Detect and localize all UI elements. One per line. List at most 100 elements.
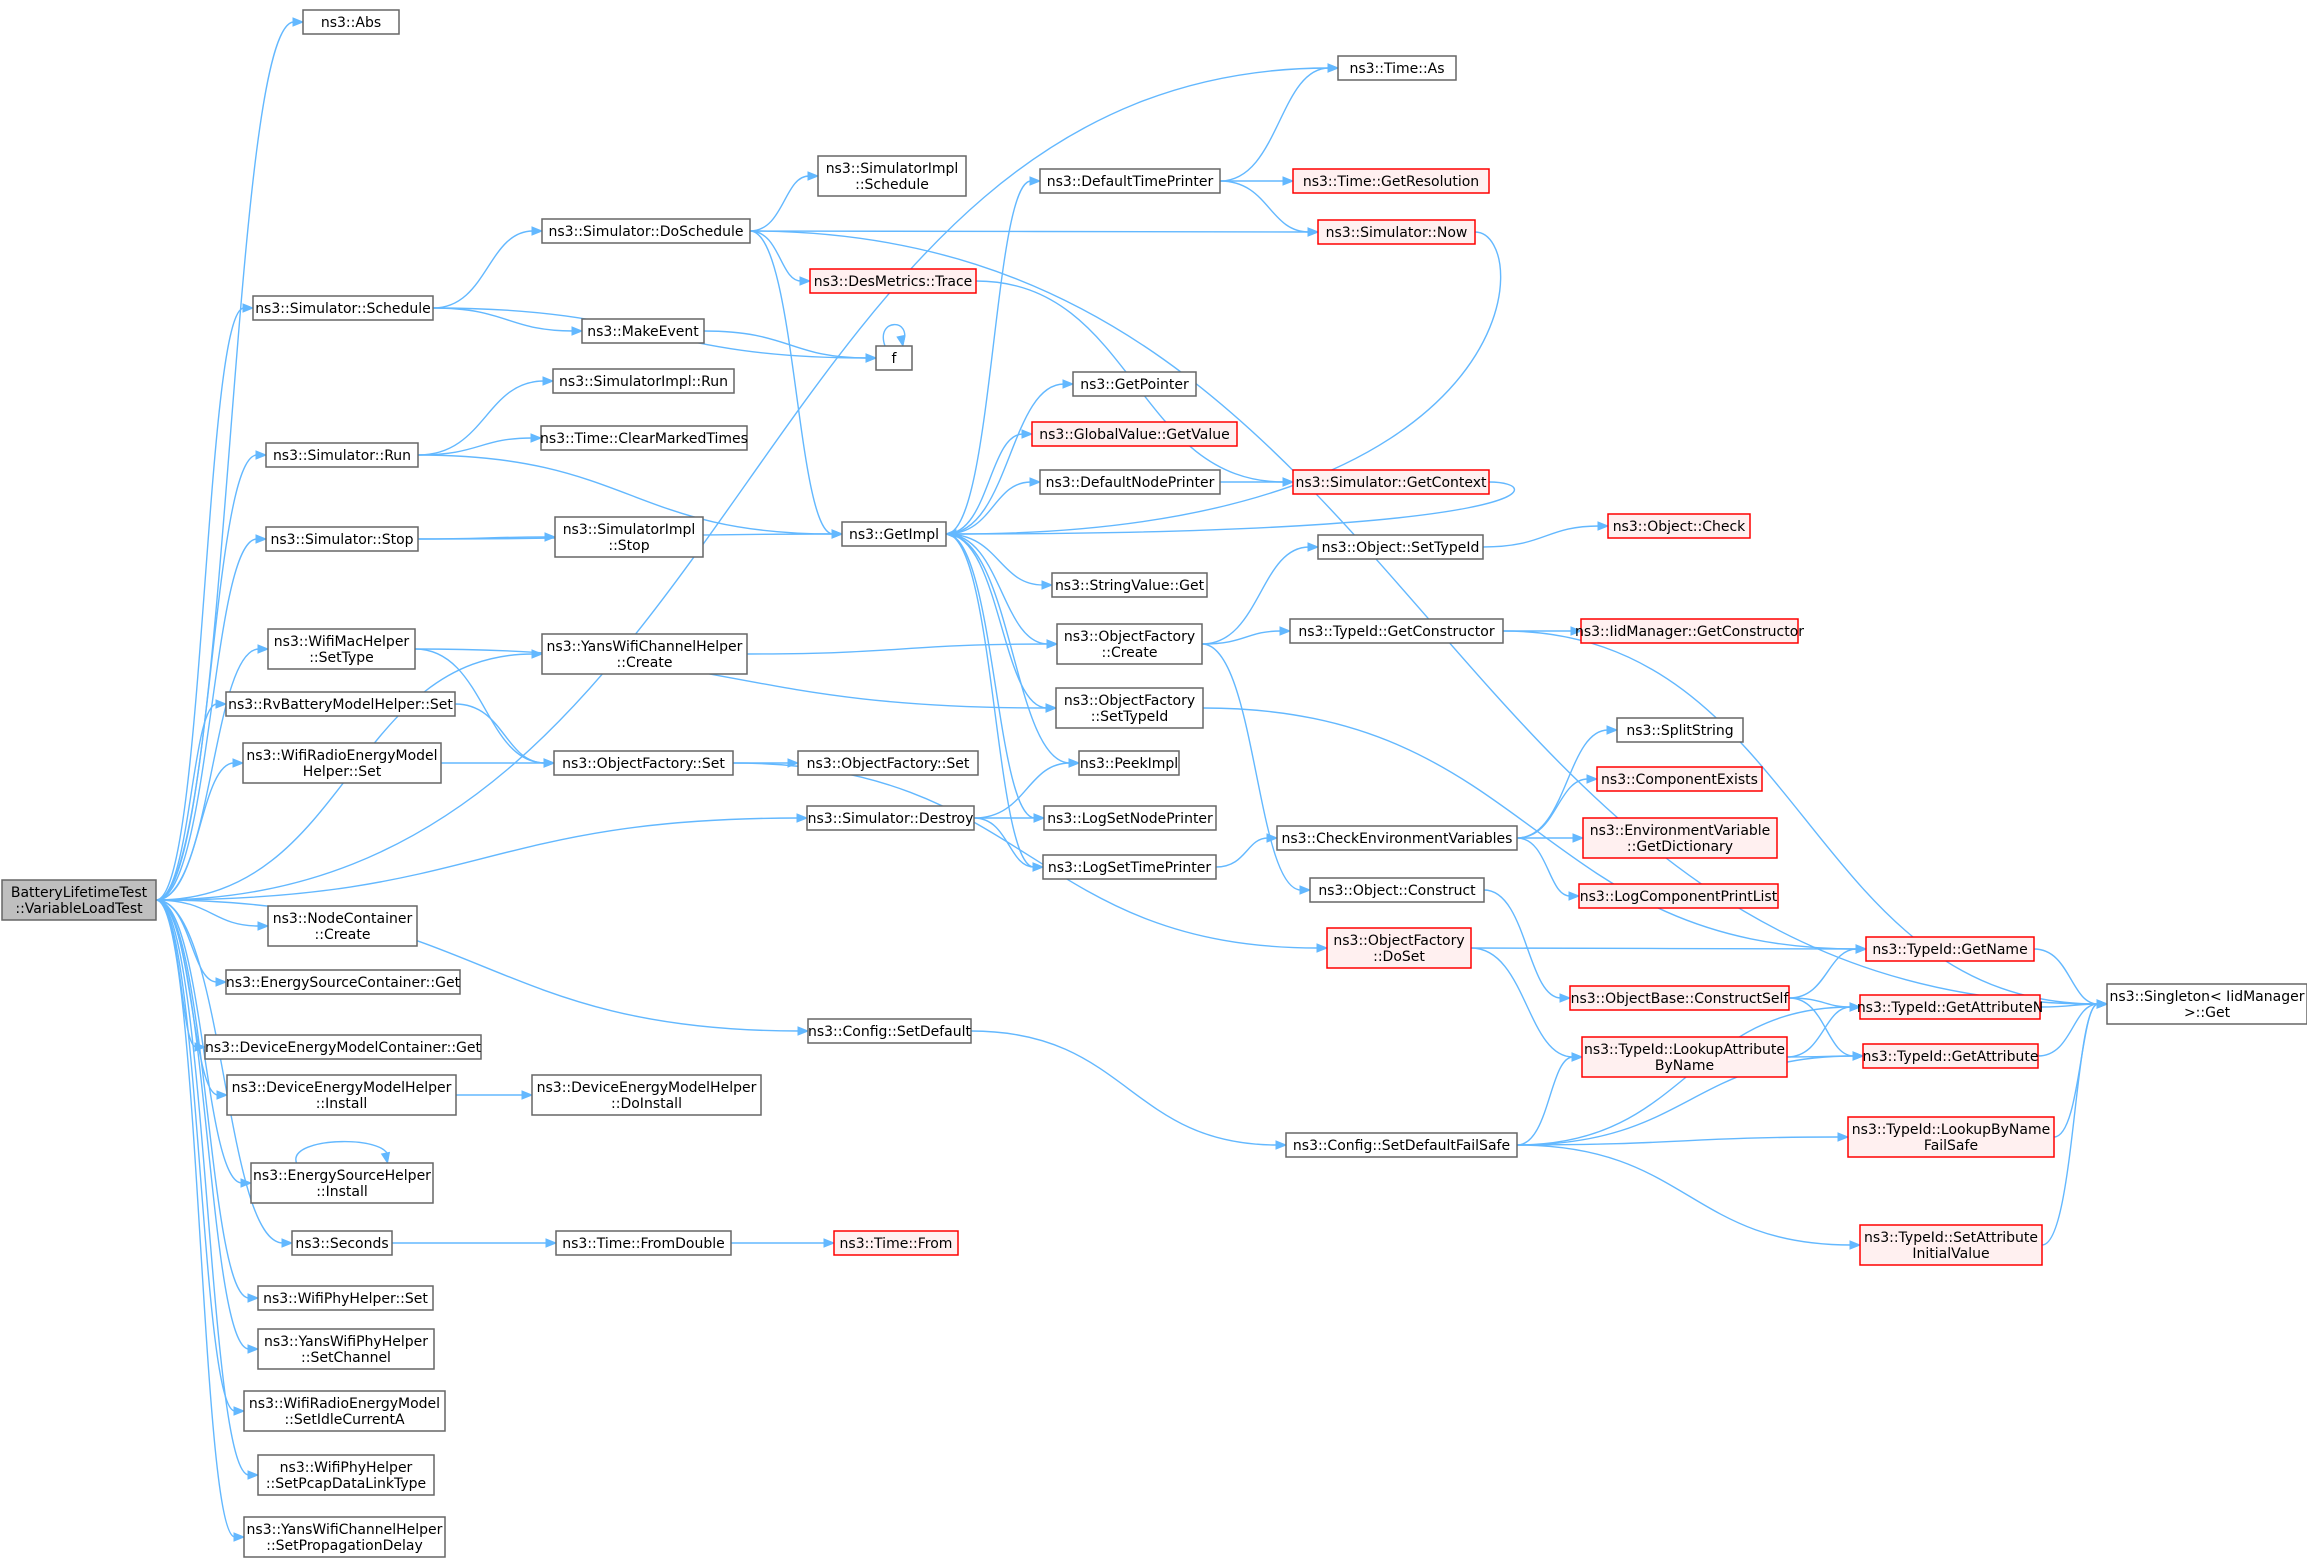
edge-arrowhead (380, 1151, 391, 1165)
node-wifiPhySetPcap[interactable]: ns3::WifiPhyHelper::SetPcapDataLinkType (257, 1454, 435, 1496)
edge-defaultTimePrinter-to-timeGetResolution (1219, 176, 1295, 186)
node-componentExists[interactable]: ns3::ComponentExists (1596, 766, 1763, 792)
node-seconds[interactable]: ns3::Seconds (291, 1230, 393, 1256)
node-logSetNodePrinter[interactable]: ns3::LogSetNodePrinter (1043, 805, 1217, 831)
edge-line (1516, 837, 1571, 897)
node-envGetDict[interactable]: ns3::EnvironmentVariable::GetDictionary (1582, 817, 1778, 859)
node-timeAs[interactable]: ns3::Time::As (1337, 55, 1457, 81)
node-configSetDefault[interactable]: ns3::Config::SetDefault (807, 1018, 972, 1044)
node-logSetTimePrinter[interactable]: ns3::LogSetTimePrinter (1042, 854, 1217, 880)
node-objFactoryCreate[interactable]: ns3::ObjectFactory::Create (1056, 623, 1203, 665)
node-f[interactable]: f (875, 345, 913, 371)
node-typeIdGetName[interactable]: ns3::TypeId::GetName (1865, 936, 2035, 962)
edge-line (155, 703, 218, 901)
node-iidGetCtor[interactable]: ns3::IidManager::GetConstructor (1575, 618, 1804, 644)
node-simImplSchedule[interactable]: ns3::SimulatorImpl::Schedule (817, 155, 967, 197)
node-wifiMacSetType[interactable]: ns3::WifiMacHelper::SetType (267, 628, 416, 670)
node-typeIdGetCtor[interactable]: ns3::TypeId::GetConstructor (1289, 618, 1504, 644)
edge-line (1215, 837, 1269, 868)
node-simRun[interactable]: ns3::Simulator::Run (265, 442, 419, 468)
edge-arrowhead (543, 758, 556, 768)
node-objFactoryDoSet[interactable]: ns3::ObjectFactory::DoSet (1326, 927, 1472, 969)
node-simSchedule[interactable]: ns3::Simulator::Schedule (252, 295, 434, 321)
node-objCheck[interactable]: ns3::Object::Check (1607, 513, 1751, 539)
node-defaultTimePrinter[interactable]: ns3::DefaultTimePrinter (1039, 168, 1221, 194)
edge-arrowhead (1316, 943, 1329, 953)
node-box (807, 1018, 972, 1044)
node-simNow[interactable]: ns3::Simulator::Now (1317, 219, 1476, 245)
edge-line (155, 307, 245, 901)
node-root[interactable]: BatteryLifetimeTest::VariableLoadTest (1, 879, 157, 921)
edge-arrowhead (1299, 885, 1312, 895)
node-objBaseConstructSelf[interactable]: ns3::ObjectBase::ConstructSelf (1569, 985, 1790, 1011)
node-box (243, 1516, 446, 1558)
node-abs[interactable]: ns3::Abs (302, 9, 400, 35)
node-label: ns3::TypeId::GetAttribute (1863, 1049, 2039, 1065)
edge-simDoSchedule-to-desMetricsTrace (749, 230, 812, 286)
node-objFactorySet2[interactable]: ns3::ObjectFactory::Set (797, 750, 979, 776)
node-simStop[interactable]: ns3::Simulator::Stop (265, 526, 419, 552)
node-configSetDefaultFS[interactable]: ns3::Config::SetDefaultFailSafe (1285, 1132, 1518, 1158)
node-simImplRun[interactable]: ns3::SimulatorImpl::Run (552, 368, 735, 394)
node-simGetContext[interactable]: ns3::Simulator::GetContext (1292, 469, 1490, 495)
node-box (554, 516, 704, 558)
node-label: ns3::Simulator::Now (1326, 225, 1468, 241)
edge-line (155, 899, 250, 1350)
node-box (1078, 750, 1180, 776)
edge-configSetDefaultFS-to-typeIdGetAttr (1516, 1051, 1865, 1146)
node-objConstruct[interactable]: ns3::Object::Construct (1309, 877, 1485, 903)
node-wifiPhySet[interactable]: ns3::WifiPhyHelper::Set (257, 1285, 434, 1311)
node-desMetricsTrace[interactable]: ns3::DesMetrics::Trace (809, 268, 977, 294)
edge-simDestroy-to-peekImpl (973, 758, 1081, 819)
edge-line (2053, 1003, 2099, 1138)
node-label: ns3::LogSetTimePrinter (1048, 860, 1212, 876)
node-yansChanCreate[interactable]: ns3::YansWifiChannelHelper::Create (541, 633, 748, 675)
node-rvBatterySet[interactable]: ns3::RvBatteryModelHelper::Set (225, 691, 456, 717)
node-typeIdGetAttr[interactable]: ns3::TypeId::GetAttribute (1862, 1043, 2039, 1069)
node-simDoSchedule[interactable]: ns3::Simulator::DoSchedule (541, 218, 751, 244)
node-devEnergyContGet[interactable]: ns3::DeviceEnergyModelContainer::Get (204, 1034, 482, 1060)
node-timeFrom[interactable]: ns3::Time::From (833, 1230, 959, 1256)
node-getImpl[interactable]: ns3::GetImpl (841, 521, 947, 547)
node-yansChanSetProp[interactable]: ns3::YansWifiChannelHelper::SetPropagati… (243, 1516, 446, 1558)
node-objFactorySetTypeId[interactable]: ns3::ObjectFactory::SetTypeId (1055, 687, 1204, 729)
node-energySrcInstall[interactable]: ns3::EnergySourceHelper::Install (250, 1162, 434, 1204)
node-objFactorySet[interactable]: ns3::ObjectFactory::Set (553, 750, 734, 776)
node-typeIdGetAttrN[interactable]: ns3::TypeId::GetAttributeN (1857, 994, 2043, 1020)
node-box (1326, 927, 1472, 969)
node-nodeContCreate[interactable]: ns3::NodeContainer::Create (267, 905, 418, 947)
node-label: ns3::Abs (321, 15, 381, 31)
node-energySrcContGet[interactable]: ns3::EnergySourceContainer::Get (225, 969, 461, 995)
node-checkEnvVars[interactable]: ns3::CheckEnvironmentVariables (1276, 825, 1518, 851)
node-devEnergyDoInstall[interactable]: ns3::DeviceEnergyModelHelper::DoInstall (531, 1074, 762, 1116)
node-splitString[interactable]: ns3::SplitString (1616, 717, 1744, 743)
node-timeGetResolution[interactable]: ns3::Time::GetResolution (1292, 168, 1490, 194)
edge-line (155, 817, 799, 901)
node-box (1039, 469, 1221, 495)
edge-line (1786, 1006, 1852, 1058)
node-makeEvent[interactable]: ns3::MakeEvent (581, 318, 705, 344)
node-globalGetValue[interactable]: ns3::GlobalValue::GetValue (1031, 421, 1238, 447)
node-peekImpl[interactable]: ns3::PeekImpl (1078, 750, 1180, 776)
node-objSetTypeId[interactable]: ns3::Object::SetTypeId (1317, 534, 1484, 560)
node-stringValueGet[interactable]: ns3::StringValue::Get (1051, 572, 1208, 598)
node-wifiRadioSetIdle[interactable]: ns3::WifiRadioEnergyModel::SetIdleCurren… (243, 1390, 446, 1432)
node-simImplStop[interactable]: ns3::SimulatorImpl::Stop (554, 516, 704, 558)
node-timeFromDouble[interactable]: ns3::Time::FromDouble (555, 1230, 732, 1256)
node-singletonGet[interactable]: ns3::Singleton< IidManager>::Get (2106, 983, 2307, 1025)
node-logCompPrintList[interactable]: ns3::LogComponentPrintList (1578, 883, 1779, 909)
node-getPointer[interactable]: ns3::GetPointer (1072, 371, 1197, 397)
node-defaultNodePrinter[interactable]: ns3::DefaultNodePrinter (1039, 469, 1221, 495)
node-simDestroy[interactable]: ns3::Simulator::Destroy (806, 805, 975, 831)
node-box (809, 268, 977, 294)
edge-line (1219, 180, 1310, 233)
node-devEnergyInstall[interactable]: ns3::DeviceEnergyModelHelper::Install (226, 1074, 457, 1116)
node-label: ns3::RvBatteryModelHelper::Set (228, 697, 453, 713)
node-timeClearMarked[interactable]: ns3::Time::ClearMarkedTimes (540, 425, 748, 451)
edge-timeFromDouble-to-timeFrom (730, 1238, 836, 1248)
node-yansPhySetChannel[interactable]: ns3::YansWifiPhyHelper::SetChannel (257, 1328, 435, 1370)
